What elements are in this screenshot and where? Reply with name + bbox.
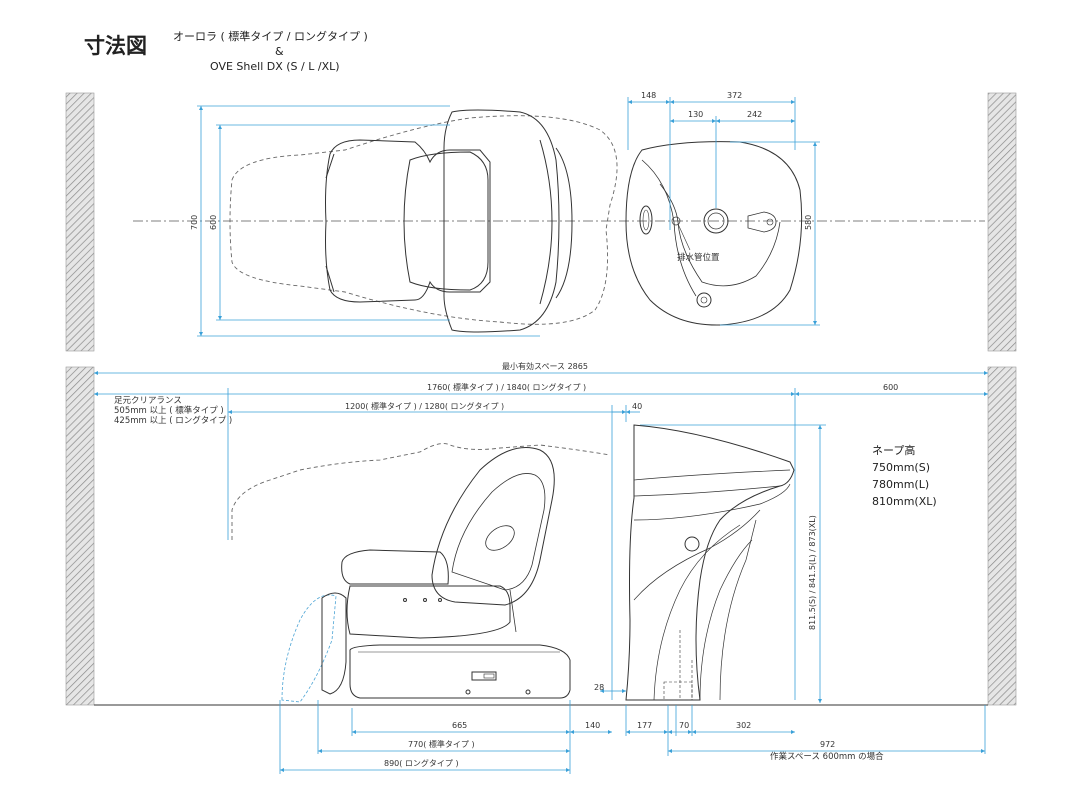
top-bowl-dims bbox=[627, 97, 820, 326]
wall-left-side bbox=[65, 366, 95, 706]
side-footrest-dashed bbox=[281, 594, 337, 703]
work-space-label: 600 bbox=[883, 383, 899, 392]
length-label: 1760( 標準タイプ ) / 1840( ロングタイプ ) bbox=[427, 383, 587, 392]
dim-28-label: 28 bbox=[594, 683, 605, 692]
dim-580-label: 580 bbox=[804, 215, 813, 230]
work-space-note: 作業スペース 600mm の場合 bbox=[770, 752, 884, 762]
min-space-label: 最小有効スペース 2865 bbox=[502, 362, 588, 371]
nape-xl: 810mm(XL) bbox=[872, 495, 937, 508]
header-line-1: オーロラ ( 標準タイプ / ロングタイプ ) bbox=[173, 30, 368, 43]
gap-40-label: 40 bbox=[632, 402, 643, 411]
dim-770-label: 770( 標準タイプ ) bbox=[408, 740, 475, 749]
dim-242-label: 242 bbox=[747, 110, 763, 119]
dim-890-label: 890( ロングタイプ ) bbox=[384, 759, 459, 768]
height-vertical-label: 811.5(S) / 841.5(L) / 873(XL) bbox=[808, 515, 817, 630]
side-dims-bottom bbox=[279, 689, 986, 774]
dim-600-label: 600 bbox=[209, 215, 218, 230]
page-title: 寸法図 bbox=[84, 34, 147, 58]
wall-right-side bbox=[987, 366, 1017, 706]
wall-right-top bbox=[987, 92, 1017, 352]
header-line-3: OVE Shell DX (S / L /XL) bbox=[210, 60, 340, 73]
top-dim-lines bbox=[197, 105, 540, 337]
top-chair bbox=[325, 109, 573, 333]
dim-140-label: 140 bbox=[585, 721, 601, 730]
dim-372-label: 372 bbox=[727, 91, 743, 100]
dim-700-label: 700 bbox=[190, 215, 199, 230]
nape-l: 780mm(L) bbox=[872, 478, 930, 491]
top-bowl bbox=[625, 141, 803, 326]
header-line-2: & bbox=[275, 45, 284, 58]
dim-972-label: 972 bbox=[820, 740, 836, 749]
chair-length-label: 1200( 標準タイプ ) / 1280( ロングタイプ ) bbox=[345, 402, 505, 411]
foot-clearance-title: 足元クリアランス bbox=[114, 396, 182, 406]
top-recline-outline bbox=[229, 115, 618, 325]
nape-title: ネープ高 bbox=[872, 444, 916, 457]
dim-302-label: 302 bbox=[736, 721, 752, 730]
dim-130-label: 130 bbox=[688, 110, 704, 119]
side-chair bbox=[321, 447, 571, 699]
side-dims-top bbox=[94, 371, 988, 703]
dim-148-label: 148 bbox=[641, 91, 657, 100]
foot-clearance-long: 425mm 以上 ( ロングタイプ ) bbox=[114, 416, 233, 426]
side-bowl bbox=[625, 424, 795, 701]
dim-70-label: 70 bbox=[679, 721, 690, 730]
foot-clearance-std: 505mm 以上 ( 標準タイプ ) bbox=[114, 406, 224, 416]
dim-177-label: 177 bbox=[637, 721, 653, 730]
wall-left-top bbox=[65, 92, 95, 352]
side-recline-outline bbox=[231, 443, 611, 540]
dim-665-label: 665 bbox=[452, 721, 468, 730]
drain-position-label: 排水管位置 bbox=[677, 253, 720, 263]
nape-s: 750mm(S) bbox=[872, 461, 930, 474]
drain-leader bbox=[677, 223, 691, 251]
